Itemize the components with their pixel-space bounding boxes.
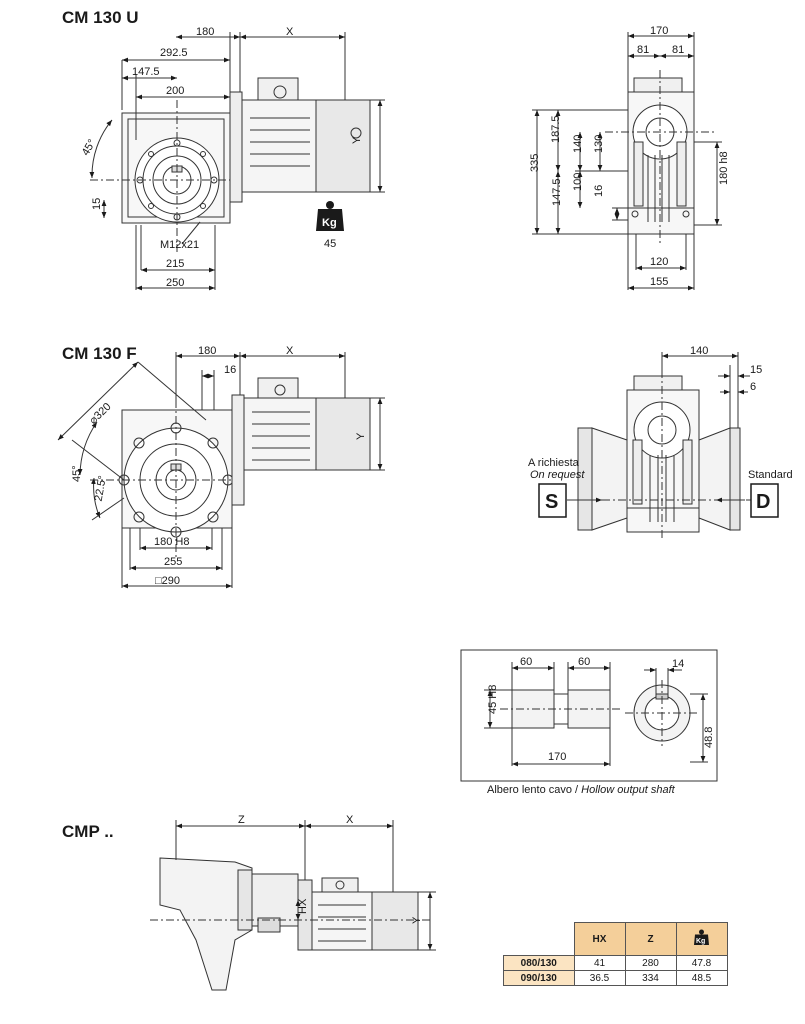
- f-dim-180h8: 180 H8: [154, 536, 189, 548]
- row-label: 090/130: [503, 970, 575, 986]
- u-side-view: [532, 32, 722, 291]
- us-dim-170: 170: [650, 25, 668, 37]
- caption-en: Hollow output shaft: [581, 784, 675, 796]
- header-hx: HX: [573, 922, 626, 956]
- f-dim-45: 45°: [71, 465, 83, 482]
- f-dim-180: 180: [198, 345, 216, 357]
- h-dim-14: 14: [672, 658, 684, 670]
- fs-request-en: On request: [530, 469, 585, 481]
- d-letter: D: [756, 491, 770, 513]
- u-dim-200: 200: [166, 85, 184, 97]
- f-dim-y: Y: [355, 432, 367, 440]
- cell-hx: 41: [573, 955, 626, 971]
- cmp-dim-z: Z: [238, 814, 245, 826]
- cmp-spec-table: HX Z Kg 080/130 41 280 47.8 090/130 36.5…: [503, 922, 728, 986]
- cm130f-title: CM 130 F: [62, 344, 137, 363]
- f-dim-255: 255: [164, 556, 182, 568]
- fs-standard: Standard: [748, 469, 793, 481]
- f-dim-x: X: [286, 345, 294, 357]
- u-dim-292: 292.5: [160, 47, 188, 59]
- us-dim-155: 155: [650, 276, 668, 288]
- svg-text:Kg: Kg: [322, 217, 337, 229]
- h-dim-60b: 60: [578, 656, 590, 668]
- u-weight-value: 45: [324, 238, 336, 250]
- us-dim-100: 100: [572, 173, 584, 191]
- cmp-dim-hx: HX: [297, 898, 309, 914]
- us-dim-147: 147.5: [551, 178, 563, 206]
- u-front-view: [89, 32, 385, 291]
- u-dim-250: 250: [166, 277, 184, 289]
- f-front-view: [57, 352, 385, 589]
- u-dim-180: 180: [196, 26, 214, 38]
- u-dim-x: X: [286, 26, 294, 38]
- kg-weight-icon: Kg: [694, 929, 709, 945]
- u-dim-45: 45°: [80, 137, 99, 157]
- svg-text:Kg: Kg: [696, 938, 705, 945]
- us-dim-187: 187.5: [550, 115, 562, 143]
- u-dim-15: 15: [91, 198, 103, 210]
- cm130u-title: CM 130 U: [62, 8, 139, 27]
- hollow-shaft-caption: Albero lento cavo / Hollow output shaft: [487, 784, 675, 796]
- d-box: D: [750, 483, 779, 518]
- s-letter: S: [545, 491, 558, 513]
- cell-kg: 47.8: [675, 955, 728, 971]
- us-dim-130: 130: [593, 135, 605, 153]
- f-dim-16: 16: [224, 364, 236, 376]
- f-dim-320: ⌀320: [87, 401, 113, 427]
- cell-kg: 48.5: [675, 970, 728, 986]
- u-dim-147: 147.5: [132, 66, 160, 78]
- header-kg: Kg: [675, 922, 728, 956]
- h-dim-60a: 60: [520, 656, 532, 668]
- us-dim-120: 120: [650, 256, 668, 268]
- fs-dim-15: 15: [750, 364, 762, 376]
- cmp-dim-x: X: [346, 814, 354, 826]
- fs-dim-140: 140: [690, 345, 708, 357]
- fs-dim-6: 6: [750, 381, 756, 393]
- cmp-view: [150, 820, 436, 991]
- table-row: 090/130 36.5 334 48.5: [503, 970, 728, 986]
- us-dim-16: 16: [593, 185, 605, 197]
- u-dim-y: Y: [351, 136, 363, 144]
- f-dim-22: 22.5°: [93, 475, 109, 503]
- row-label: 080/130: [503, 955, 575, 971]
- h-dim-48: 48.8: [703, 727, 715, 748]
- table-corner: [503, 922, 575, 956]
- us-dim-335: 335: [529, 154, 541, 172]
- u-dim-m12: M12x21: [160, 239, 199, 251]
- h-dim-45h8: 45 H8: [487, 685, 499, 714]
- u-dim-215: 215: [166, 258, 184, 270]
- cell-z: 280: [624, 955, 677, 971]
- kg-weight-icon: Kg: [316, 201, 344, 231]
- header-z: Z: [624, 922, 677, 956]
- cell-hx: 36.5: [573, 970, 626, 986]
- f-side-view: [567, 352, 760, 540]
- h-dim-170: 170: [548, 751, 566, 763]
- us-dim-81a: 81: [637, 44, 649, 56]
- fs-request-it: A richiesta: [528, 457, 580, 469]
- cmp-title: CMP ..: [62, 822, 114, 841]
- caption-it: Albero lento cavo /: [487, 784, 582, 796]
- f-dim-290: □290: [155, 575, 180, 587]
- us-dim-140: 140: [572, 135, 584, 153]
- table-row: 080/130 41 280 47.8: [503, 955, 728, 971]
- us-dim-81b: 81: [672, 44, 684, 56]
- hollow-shaft-box: [460, 649, 718, 782]
- s-box: S: [538, 483, 567, 518]
- cell-z: 334: [624, 970, 677, 986]
- cmp-dim-y: Y: [411, 916, 423, 924]
- us-dim-180h8: 180 h8: [718, 151, 730, 185]
